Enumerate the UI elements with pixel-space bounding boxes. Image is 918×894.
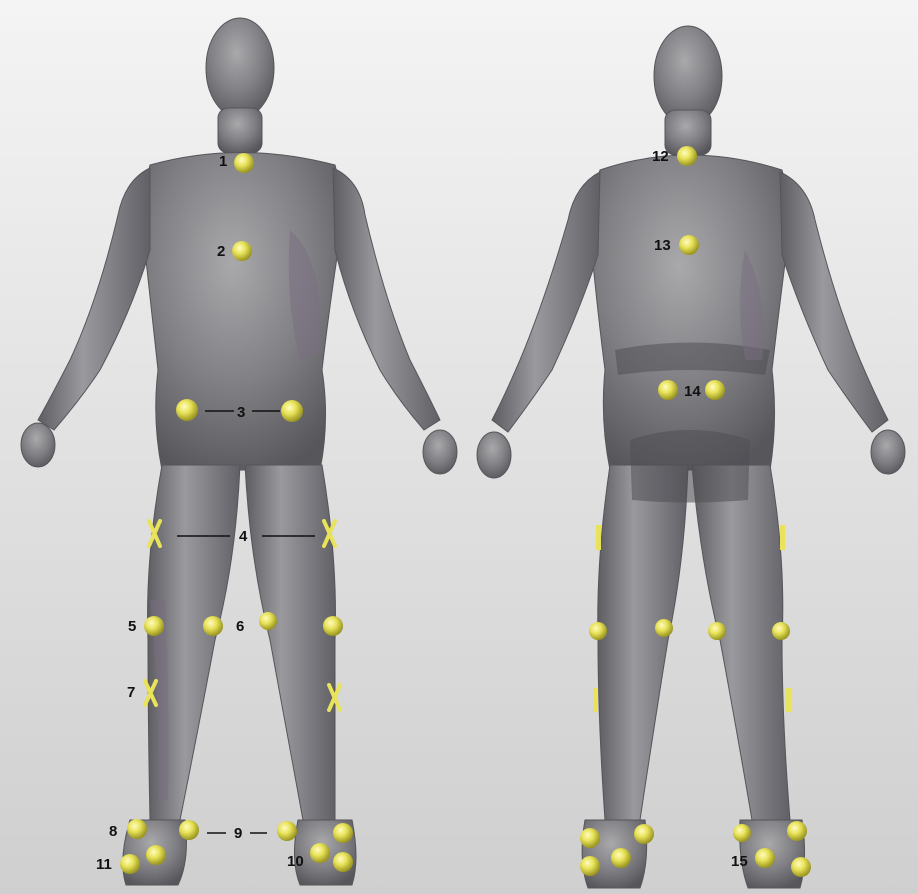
back-heel-4 [791,857,811,877]
back-knee-4 [772,622,790,640]
front-hand-right [423,430,457,474]
label-9: 9 [234,825,242,842]
back-heel-2 [611,848,631,868]
front-head [206,18,274,118]
marker-2 [232,241,252,261]
marker-3-left [176,399,198,421]
marker-5 [144,616,164,636]
marker-3-right [281,400,303,422]
marker-9-right [277,821,297,841]
label-8: 8 [109,823,117,840]
marker-6-medial [259,612,277,630]
back-ankle-2 [634,824,654,844]
back-glute-shade [630,430,750,503]
front-neck [218,108,262,153]
label-15: 15 [731,853,748,870]
front-leg-right [245,465,335,820]
front-arm-left [38,168,150,430]
label-3: 3 [237,404,245,421]
marker-8 [127,819,147,839]
marker-11 [120,854,140,874]
marker-13 [679,235,699,255]
back-arm-left [492,172,600,432]
label-1: 1 [219,153,227,170]
marker-5-medial [203,616,223,636]
marker-11-toe [146,845,166,865]
label-4: 4 [239,528,248,545]
label-10: 10 [287,853,304,870]
back-hand-left [477,432,511,478]
back-wand-thigh-left [596,525,601,550]
marker-14-left [658,380,678,400]
marker-10-heel [333,852,353,872]
marker-12 [677,146,697,166]
back-leg-right [692,465,790,820]
back-heel-1 [580,856,600,876]
label-7: 7 [127,684,135,701]
back-wand-shank-left [593,688,598,712]
label-11: 11 [96,856,112,873]
label-12: 12 [652,148,669,165]
front-body [21,18,457,885]
back-ankle-4 [787,821,807,841]
back-ankle-1 [580,828,600,848]
marker-6 [323,616,343,636]
back-leg-left [598,465,688,820]
back-wand-thigh-right [780,525,785,550]
back-hand-right [871,430,905,474]
label-14: 14 [684,383,701,400]
marker-1 [234,153,254,173]
marker-9-left [179,820,199,840]
label-6: 6 [236,618,244,635]
back-wand-shank-right [786,688,791,712]
back-knee-2 [655,619,673,637]
label-2: 2 [217,243,225,260]
front-hand-left [21,423,55,467]
back-knee-1 [589,622,607,640]
back-knee-3 [708,622,726,640]
marker-10 [310,843,330,863]
back-arm-right [780,172,888,432]
back-ankle-3 [733,824,751,842]
front-arm-right [333,168,440,430]
marker-8-right [333,823,353,843]
label-5: 5 [128,618,136,635]
marker-15 [755,848,775,868]
label-13: 13 [654,237,671,254]
marker-14-right [705,380,725,400]
